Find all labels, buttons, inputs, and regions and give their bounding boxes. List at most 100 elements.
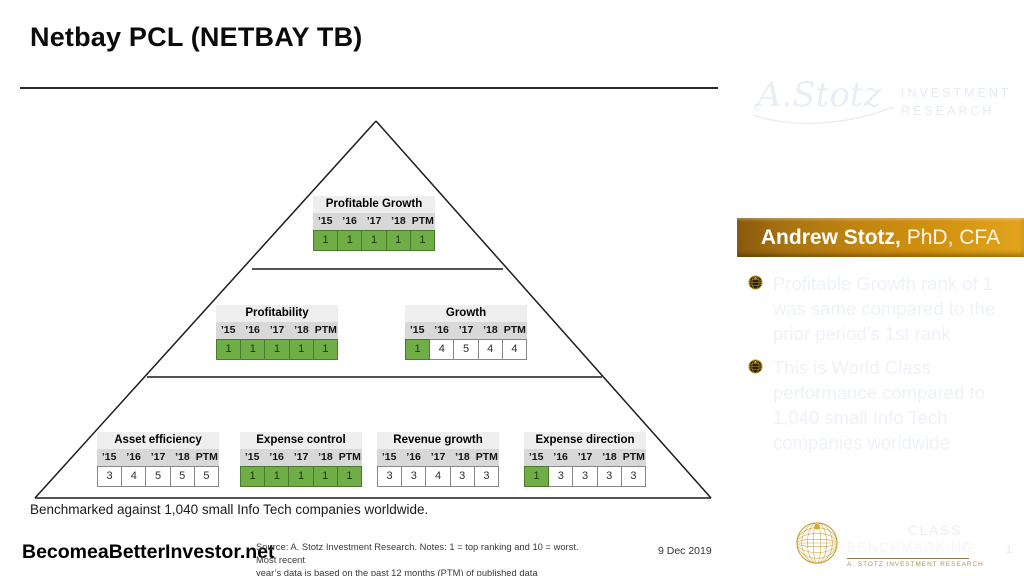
year-label: ’16 bbox=[126, 451, 141, 463]
page-number: 1 bbox=[1005, 544, 1012, 556]
table-year-header: ’15 ’16 ’17 ’18 PTM bbox=[405, 322, 527, 339]
year-label: ’15 bbox=[317, 215, 333, 227]
rank-cell: 1 bbox=[240, 339, 266, 360]
insight-bullet-list: Profitable Growth rank of 1 was same com… bbox=[747, 271, 1018, 464]
bullet-text: This is World Class performance compared… bbox=[773, 357, 985, 453]
year-label: ’16 bbox=[245, 324, 260, 336]
rank-cell: 1 bbox=[337, 230, 363, 251]
year-label: ’16 bbox=[406, 451, 421, 463]
rank-cell: 3 bbox=[97, 466, 123, 487]
wcb-tagline: A. STOTZ INVESTMENT RESEARCH bbox=[847, 561, 984, 568]
become-a-better-investor-link[interactable]: BecomeaBetterInvestor.net bbox=[22, 541, 275, 563]
year-label: PTM bbox=[475, 451, 498, 463]
sidebar: A.Stotz INVESTMENT RESEARCH Andrew Stotz… bbox=[737, 0, 1024, 576]
year-label: ’17 bbox=[366, 215, 382, 227]
benchmarking-label: BENCHMARKING bbox=[847, 540, 975, 555]
rank-cell: 3 bbox=[548, 466, 574, 487]
author-credentials: PhD, CFA bbox=[900, 226, 1001, 249]
year-label: ’18 bbox=[483, 324, 498, 336]
rank-cell: 5 bbox=[169, 466, 195, 487]
rank-cell: 3 bbox=[401, 466, 427, 487]
main-content-area: Netbay PCL (NETBAY TB) Profitable Growth… bbox=[20, 22, 718, 576]
author-name: Andrew Stotz, bbox=[760, 226, 901, 249]
rank-cell: 3 bbox=[473, 466, 500, 487]
table-title: Asset efficiency bbox=[97, 432, 219, 449]
table-title: Expense control bbox=[240, 432, 362, 449]
investment-research-label: INVESTMENT RESEARCH bbox=[901, 84, 1012, 120]
rank-cell: 1 bbox=[240, 466, 266, 487]
world-label: WORLD bbox=[847, 522, 908, 538]
year-label: ’15 bbox=[381, 451, 397, 463]
slide-date: 9 Dec 2019 bbox=[658, 545, 712, 557]
rank-cell: 5 bbox=[453, 339, 479, 360]
rank-cell: 1 bbox=[216, 339, 242, 360]
table-values-row: 1 1 1 1 1 bbox=[216, 339, 339, 360]
rank-cell: 1 bbox=[361, 230, 387, 251]
rank-cell: 1 bbox=[524, 466, 550, 487]
rank-cell: 3 bbox=[596, 466, 622, 487]
class-label: CLASS bbox=[907, 522, 962, 538]
rank-cell: 1 bbox=[409, 230, 436, 251]
table-title: Profitability bbox=[216, 305, 338, 322]
table-year-header: ’15 ’16 ’17 ’18 PTM bbox=[97, 449, 219, 466]
author-banner: Andrew Stotz, PhD, CFA bbox=[737, 218, 1024, 257]
year-label: ’18 bbox=[294, 324, 309, 336]
year-label: ’15 bbox=[244, 451, 260, 463]
source-note-line1: Source: A. Stotz Investment Research. No… bbox=[256, 541, 579, 565]
rank-cell: 1 bbox=[312, 466, 338, 487]
astotz-script-text: A.Stotz bbox=[754, 75, 882, 115]
table-values-row: 1 3 3 3 3 bbox=[524, 466, 647, 487]
world-class-benchmarking-logo: WORLDCLASS BENCHMARKING A. STOTZ INVESTM… bbox=[737, 512, 1024, 576]
pyramid-table-asset-efficiency: Asset efficiency ’15 ’16 ’17 ’18 PTM 3 4… bbox=[97, 432, 220, 487]
rank-cell: 3 bbox=[620, 466, 647, 487]
globe-wireframe-icon bbox=[796, 522, 838, 564]
year-label: ’17 bbox=[458, 324, 474, 336]
year-label: ’17 bbox=[577, 451, 593, 463]
rank-cell: 1 bbox=[264, 466, 290, 487]
globe-bullet-icon bbox=[748, 275, 763, 290]
table-title: Growth bbox=[405, 305, 527, 322]
source-note-line2: year’s data is based on the past 12 mont… bbox=[256, 567, 538, 576]
year-label: PTM bbox=[314, 324, 337, 336]
rank-cell: 4 bbox=[429, 339, 455, 360]
rank-cell: 1 bbox=[336, 466, 363, 487]
year-label: ’18 bbox=[318, 451, 333, 463]
pyramid-table-expense-direction: Expense direction ’15 ’16 ’17 ’18 PTM 1 … bbox=[524, 432, 647, 487]
astotz-script-logo-icon: A.Stotz bbox=[752, 75, 894, 124]
table-values-row: 1 4 5 4 4 bbox=[405, 339, 528, 360]
astotz-brand: A.Stotz INVESTMENT RESEARCH bbox=[751, 58, 1011, 138]
bullet-text: Profitable Growth rank of 1 was same com… bbox=[773, 273, 996, 344]
title-divider bbox=[20, 87, 718, 89]
year-label: ’18 bbox=[175, 451, 190, 463]
author-banner-text: Andrew Stotz, PhD, CFA bbox=[737, 218, 1024, 257]
rank-cell: 3 bbox=[449, 466, 475, 487]
table-year-header: ’15 ’16 ’17 ’18 PTM bbox=[240, 449, 362, 466]
year-label: ’15 bbox=[101, 451, 117, 463]
pyramid-table-growth: Growth ’15 ’16 ’17 ’18 PTM 1 4 5 4 4 bbox=[405, 305, 528, 360]
wcb-divider bbox=[847, 558, 969, 559]
rank-cell: 1 bbox=[288, 466, 314, 487]
table-year-header: ’15 ’16 ’17 ’18 PTM bbox=[216, 322, 338, 339]
rank-cell: 1 bbox=[264, 339, 290, 360]
year-label: ’17 bbox=[293, 451, 309, 463]
pyramid-table-profitability: Profitability ’15 ’16 ’17 ’18 PTM 1 1 1 … bbox=[216, 305, 339, 360]
year-label: PTM bbox=[338, 451, 361, 463]
rank-cell: 4 bbox=[501, 339, 528, 360]
source-note: Source: A. Stotz Investment Research. No… bbox=[256, 540, 596, 576]
research-label: RESEARCH bbox=[901, 104, 995, 118]
table-values-row: 1 1 1 1 1 bbox=[313, 230, 436, 251]
year-label: PTM bbox=[622, 451, 645, 463]
year-label: ’18 bbox=[391, 215, 406, 227]
year-label: ’18 bbox=[602, 451, 617, 463]
year-label: ’15 bbox=[528, 451, 544, 463]
table-values-row: 3 4 5 5 5 bbox=[97, 466, 220, 487]
rank-cell: 1 bbox=[312, 339, 339, 360]
table-year-header: ’15 ’16 ’17 ’18 PTM bbox=[524, 449, 646, 466]
rank-cell: 5 bbox=[145, 466, 171, 487]
rank-cell: 1 bbox=[313, 230, 339, 251]
rank-cell: 1 bbox=[288, 339, 314, 360]
pyramid-table-profitable-growth: Profitable Growth ’15 ’16 ’17 ’18 PTM 1 … bbox=[313, 196, 436, 251]
rank-cell: 4 bbox=[121, 466, 147, 487]
page-title: Netbay PCL (NETBAY TB) bbox=[30, 22, 363, 52]
